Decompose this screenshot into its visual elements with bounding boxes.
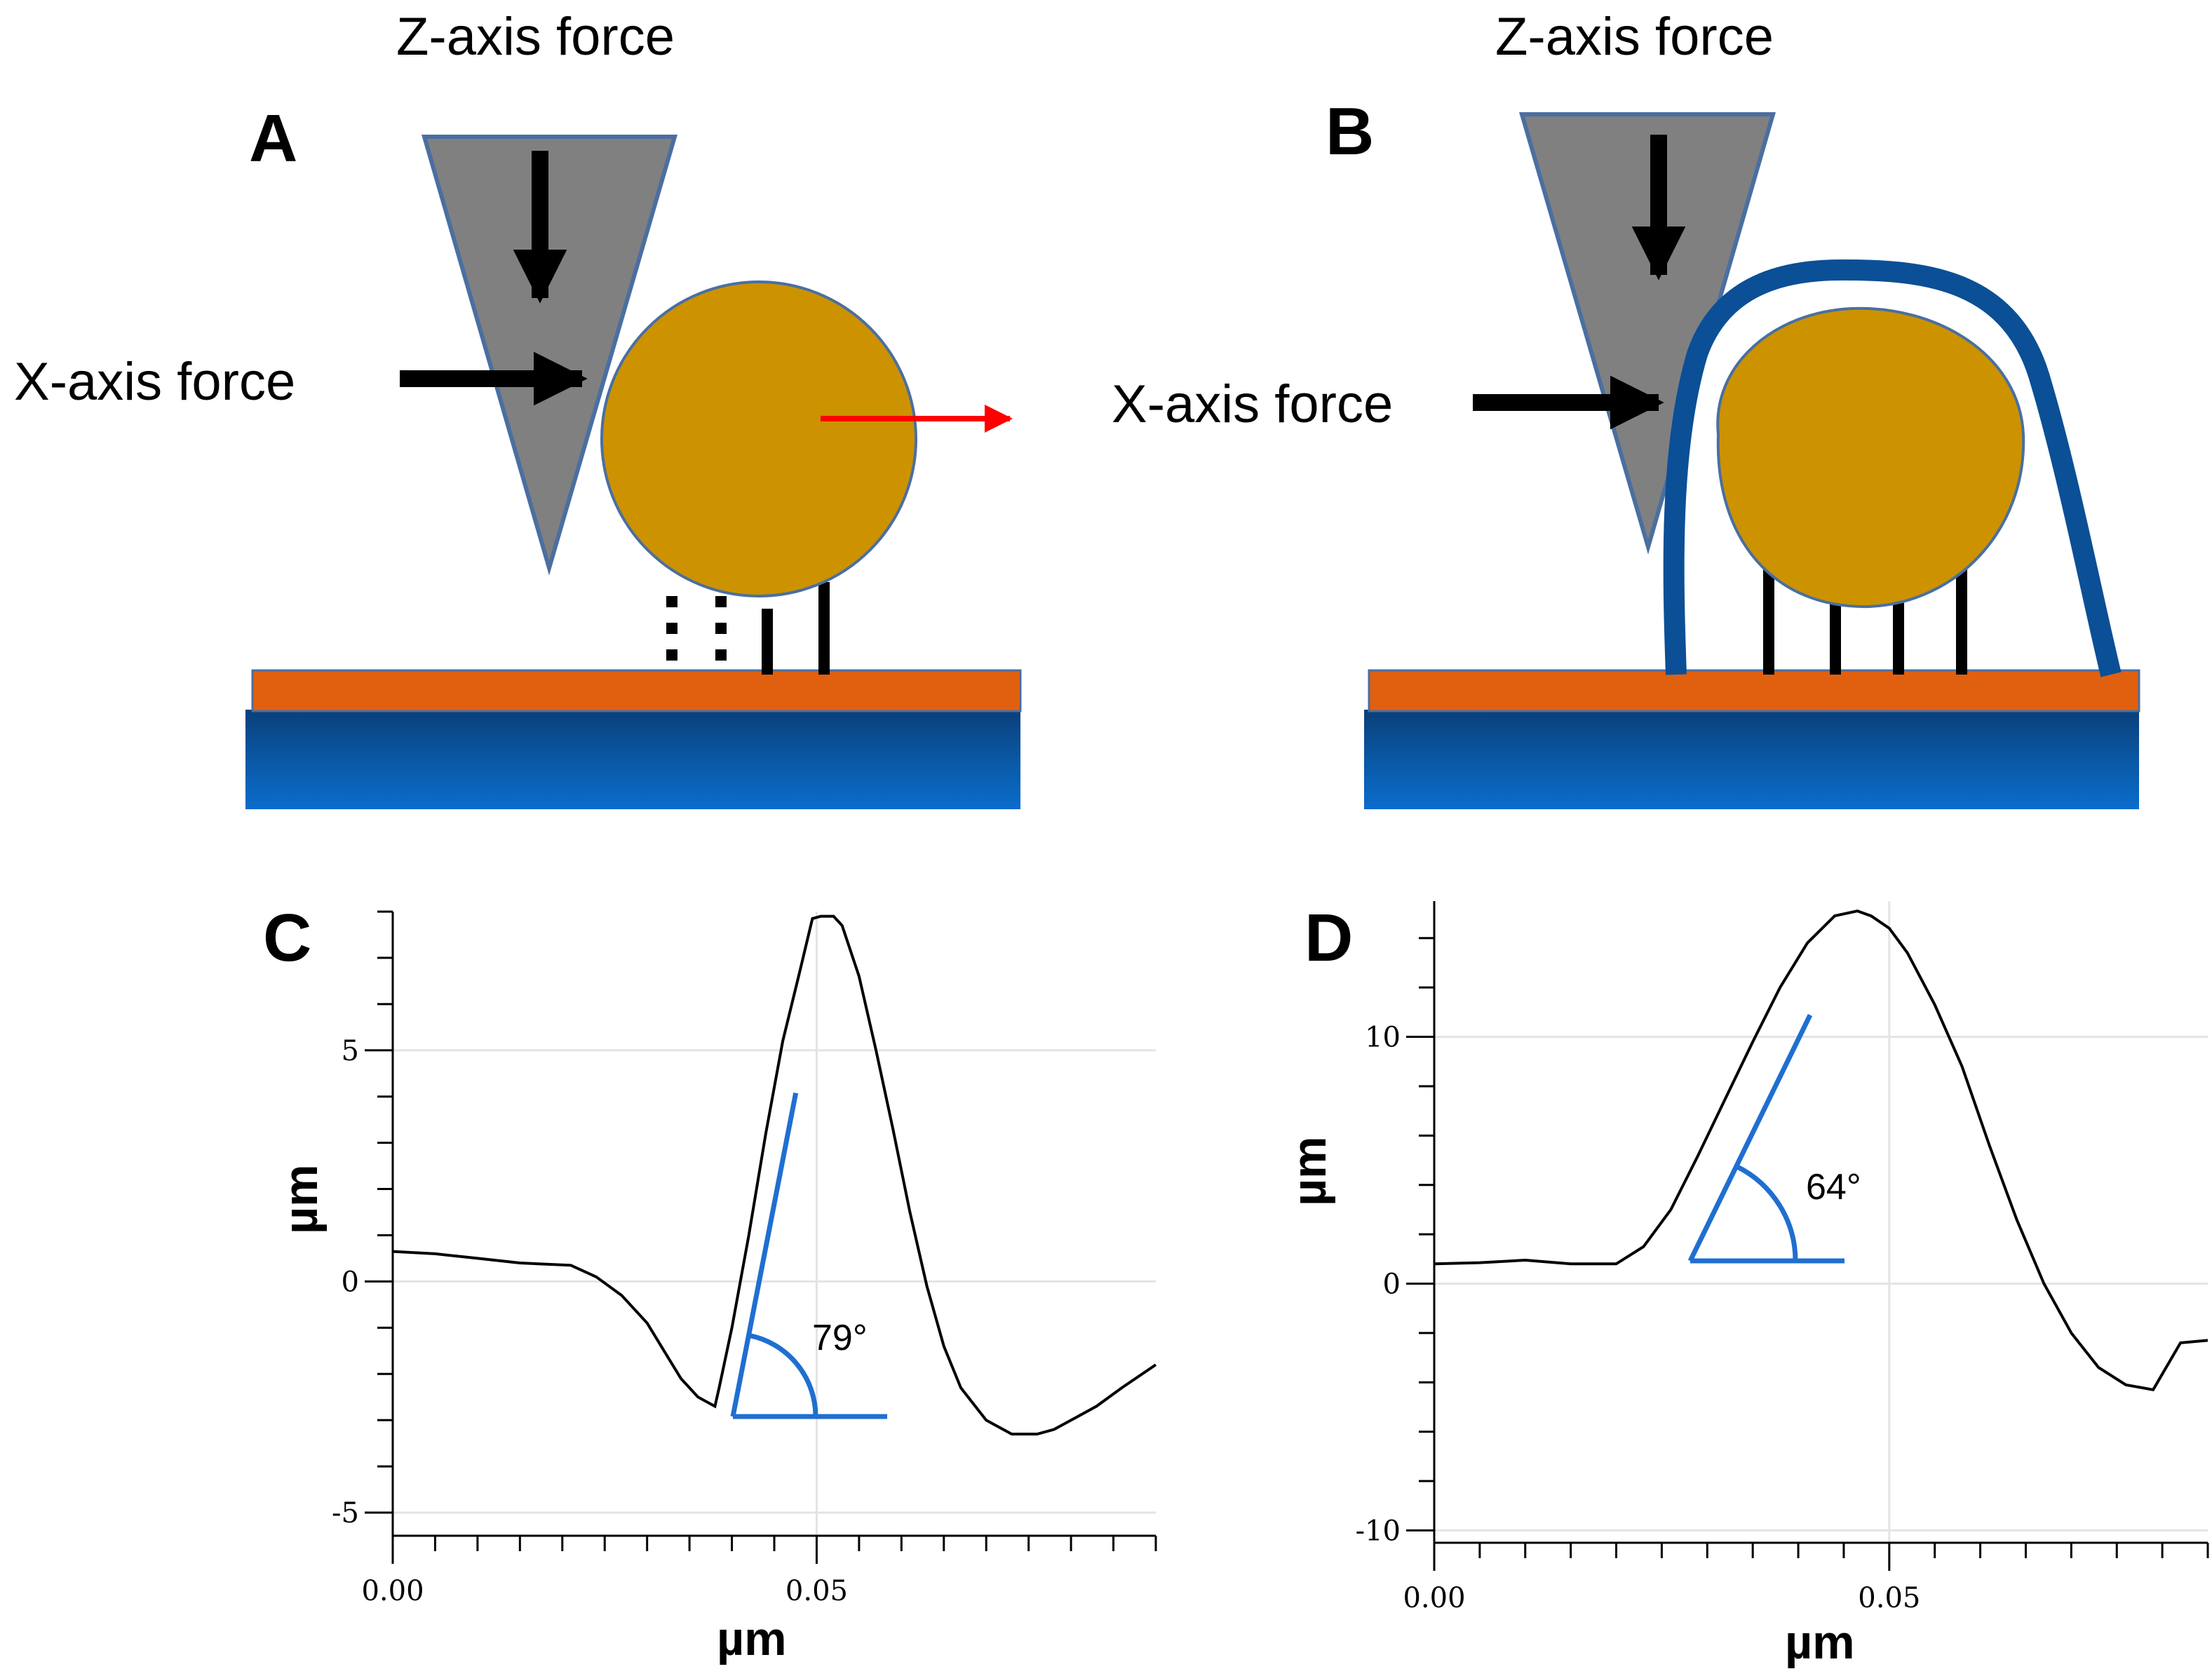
panel-b-coating — [1663, 259, 1846, 675]
y-tick-label: 0 — [1383, 1268, 1401, 1300]
panel-b-z-force-label: Z-axis force — [1495, 7, 1774, 67]
x-tick-label: 0.05 — [785, 1575, 848, 1607]
panel-d-chart: D 0.00 0.05 -10 0 10 64° µm µm — [1283, 900, 2209, 1669]
panel-a: Z-axis force A X-axis force — [14, 7, 1022, 809]
panel-a-substrate — [245, 710, 1020, 809]
panel-d-grid — [1433, 901, 2208, 1543]
panel-b: Z-axis force B X-axis force — [1112, 7, 2140, 809]
panel-c-axes — [391, 912, 1156, 1537]
panel-c-profile-line — [392, 914, 1157, 1435]
y-tick-label: -5 — [332, 1497, 359, 1529]
panel-d-x-axis-label: µm — [1785, 1616, 1855, 1669]
panel-d-angle-label: 64° — [1806, 1167, 1861, 1208]
angle-arc — [1735, 1164, 1798, 1262]
panel-c-x-axis-label: µm — [717, 1612, 787, 1665]
panel-c-letter: C — [263, 900, 311, 975]
x-tick-label: 0.00 — [1403, 1582, 1465, 1614]
panel-d-letter: D — [1304, 900, 1353, 975]
panel-c-chart: C 0.00 0.05 -5 0 5 79° µm µm — [263, 900, 1157, 1665]
panel-d-profile-line — [1434, 910, 2208, 1392]
panel-d-y-axis-label: µm — [1283, 1136, 1336, 1206]
panel-c-angle-label: 79° — [812, 1318, 868, 1358]
panel-b-substrate — [1364, 710, 2139, 809]
panel-c-angle-marker — [730, 1092, 887, 1419]
panel-a-film-layer — [251, 669, 1022, 712]
panel-c-y-axis-label: µm — [274, 1164, 328, 1234]
panel-b-x-force-label: X-axis force — [1112, 374, 1393, 434]
panel-b-film-layer — [1368, 669, 2140, 712]
panel-a-z-force-label: Z-axis force — [396, 7, 675, 67]
y-tick-label: 5 — [342, 1035, 359, 1067]
y-tick-label: -10 — [1356, 1515, 1401, 1547]
panel-b-coating-top — [1844, 259, 2122, 677]
panel-c-tick-labels: 0.00 0.05 -5 0 5 — [332, 1035, 848, 1607]
y-tick-label: 10 — [1365, 1022, 1401, 1054]
panel-d-tick-labels: 0.00 0.05 -10 0 10 — [1356, 1022, 1921, 1614]
panel-d-angle-marker — [1687, 1013, 1845, 1264]
angle-slope-line — [730, 1092, 799, 1417]
panel-b-letter: B — [1326, 94, 1374, 169]
y-tick-label: 0 — [342, 1266, 359, 1298]
x-tick-label: 0.05 — [1858, 1582, 1920, 1614]
x-tick-label: 0.00 — [361, 1575, 424, 1607]
panel-a-letter: A — [249, 101, 297, 176]
panel-d-ticks — [1406, 937, 2209, 1571]
angle-arc — [748, 1332, 818, 1417]
panel-c-ticks — [365, 910, 1157, 1564]
panel-b-particle — [1716, 306, 2025, 609]
panel-a-particle — [600, 281, 917, 597]
panel-c-grid — [391, 912, 1156, 1536]
panel-d-axes — [1433, 901, 2208, 1544]
panel-a-x-force-label: X-axis force — [14, 352, 295, 412]
angle-slope-line — [1687, 1013, 1813, 1262]
